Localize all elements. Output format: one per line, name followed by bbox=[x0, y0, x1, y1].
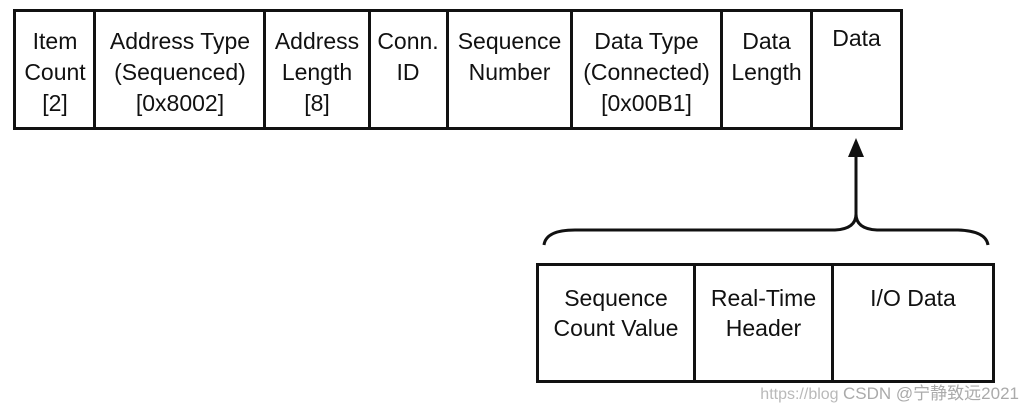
field-connection-id: Conn. ID bbox=[377, 28, 439, 85]
watermark-url: https://blog bbox=[760, 386, 839, 403]
column-divider bbox=[570, 12, 573, 127]
field-address-length: Address Length [8] bbox=[274, 28, 360, 116]
column-divider bbox=[263, 12, 266, 127]
column-divider bbox=[93, 12, 96, 127]
column-divider bbox=[693, 266, 696, 380]
column-divider bbox=[368, 12, 371, 127]
field-data: Data bbox=[832, 25, 881, 51]
arrow-head-icon bbox=[848, 138, 864, 157]
field-io-data: I/O Data bbox=[870, 285, 956, 311]
watermark: https://blog CSDN @宁静致远2021 bbox=[760, 379, 1019, 404]
packet-structure-table: Item Count [2] Address Type (Sequenced) … bbox=[13, 9, 903, 130]
data-breakdown-table: Sequence Count Value Real-Time Header I/… bbox=[536, 263, 995, 383]
column-divider bbox=[720, 12, 723, 127]
field-real-time-header: Real-Time Header bbox=[710, 285, 817, 341]
field-sequence-number: Sequence Number bbox=[457, 28, 562, 85]
column-divider bbox=[831, 266, 834, 380]
column-divider bbox=[810, 12, 813, 127]
field-sequence-count-value: Sequence Count Value bbox=[553, 285, 679, 341]
field-address-type: Address Type (Sequenced) [0x8002] bbox=[109, 28, 251, 116]
column-divider bbox=[446, 12, 449, 127]
curly-brace bbox=[542, 212, 990, 246]
field-item-count: Item Count [2] bbox=[24, 28, 86, 116]
field-data-length: Data Length bbox=[731, 28, 802, 85]
field-data-type: Data Type (Connected) [0x00B1] bbox=[583, 28, 710, 116]
watermark-text: CSDN @宁静致远2021 bbox=[843, 384, 1019, 403]
